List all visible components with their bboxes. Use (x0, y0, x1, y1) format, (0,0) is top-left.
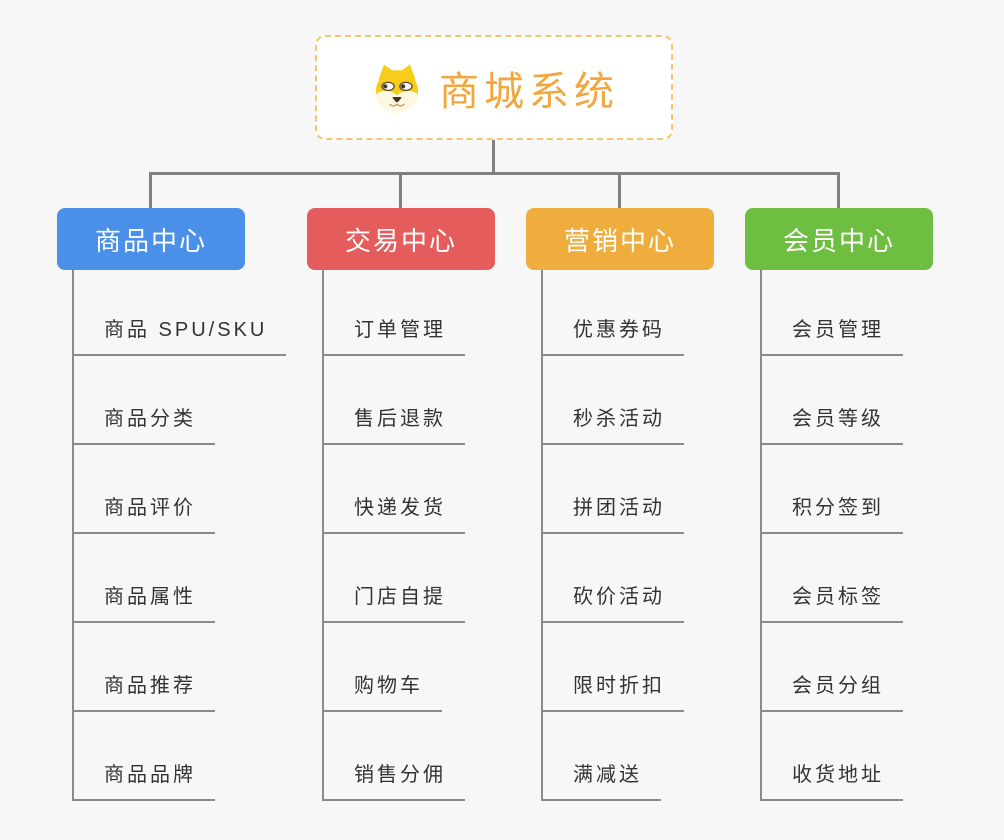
branch-node-trade-center[interactable]: 交易中心 (307, 208, 495, 270)
leaf-node[interactable]: 售后退款 (322, 407, 465, 445)
branch-items-marketing: 优惠券码 秒杀活动 拼团活动 砍价活动 限时折扣 满减送 (541, 318, 684, 801)
leaf-node[interactable]: 门店自提 (322, 585, 465, 623)
leaf-node[interactable]: 优惠券码 (541, 318, 684, 356)
leaf-node[interactable]: 订单管理 (322, 318, 465, 356)
leaf-node[interactable]: 会员等级 (760, 407, 903, 445)
leaf-node[interactable]: 秒杀活动 (541, 407, 684, 445)
leaf-node[interactable]: 商品评价 (72, 496, 215, 534)
branch-node-member-center[interactable]: 会员中心 (745, 208, 933, 270)
root-node[interactable]: 商城系统 (315, 35, 673, 140)
leaf-node[interactable]: 会员分组 (760, 674, 903, 712)
connector-drop-product (149, 172, 152, 209)
leaf-node[interactable]: 会员标签 (760, 585, 903, 623)
leaf-node[interactable]: 积分签到 (760, 496, 903, 534)
branch-trunk-product (72, 270, 74, 801)
leaf-node[interactable]: 满减送 (541, 763, 661, 801)
branch-node-marketing-center[interactable]: 营销中心 (526, 208, 714, 270)
branch-trunk-trade (322, 270, 324, 801)
leaf-node[interactable]: 商品推荐 (72, 674, 215, 712)
leaf-node[interactable]: 商品分类 (72, 407, 215, 445)
connector-drop-marketing (618, 172, 621, 209)
branch-trunk-marketing (541, 270, 543, 801)
connector-drop-trade (399, 172, 402, 209)
leaf-node[interactable]: 砍价活动 (541, 585, 684, 623)
leaf-node[interactable]: 商品 SPU/SKU (72, 318, 287, 356)
leaf-node[interactable]: 会员管理 (760, 318, 903, 356)
branch-trunk-member (760, 270, 762, 801)
branch-node-product-center[interactable]: 商品中心 (57, 208, 245, 270)
leaf-node[interactable]: 销售分佣 (322, 763, 465, 801)
connector-root-stem (492, 140, 495, 174)
leaf-node[interactable]: 快递发货 (322, 496, 465, 534)
leaf-node[interactable]: 收货地址 (760, 763, 903, 801)
leaf-node[interactable]: 商品属性 (72, 585, 215, 623)
leaf-node[interactable]: 限时折扣 (541, 674, 684, 712)
branch-items-member: 会员管理 会员等级 积分签到 会员标签 会员分组 收货地址 (760, 318, 903, 801)
branch-items-trade: 订单管理 售后退款 快递发货 门店自提 购物车 销售分佣 (322, 318, 465, 801)
root-title: 商城系统 (439, 69, 619, 114)
leaf-node[interactable]: 拼团活动 (541, 496, 684, 534)
branch-items-product: 商品 SPU/SKU 商品分类 商品评价 商品属性 商品推荐 商品品牌 (72, 318, 287, 801)
connector-drop-member (837, 172, 840, 209)
leaf-node[interactable]: 商品品牌 (72, 763, 215, 801)
connector-bus (149, 172, 840, 175)
dog-face-icon (369, 62, 425, 114)
leaf-node[interactable]: 购物车 (322, 674, 442, 712)
